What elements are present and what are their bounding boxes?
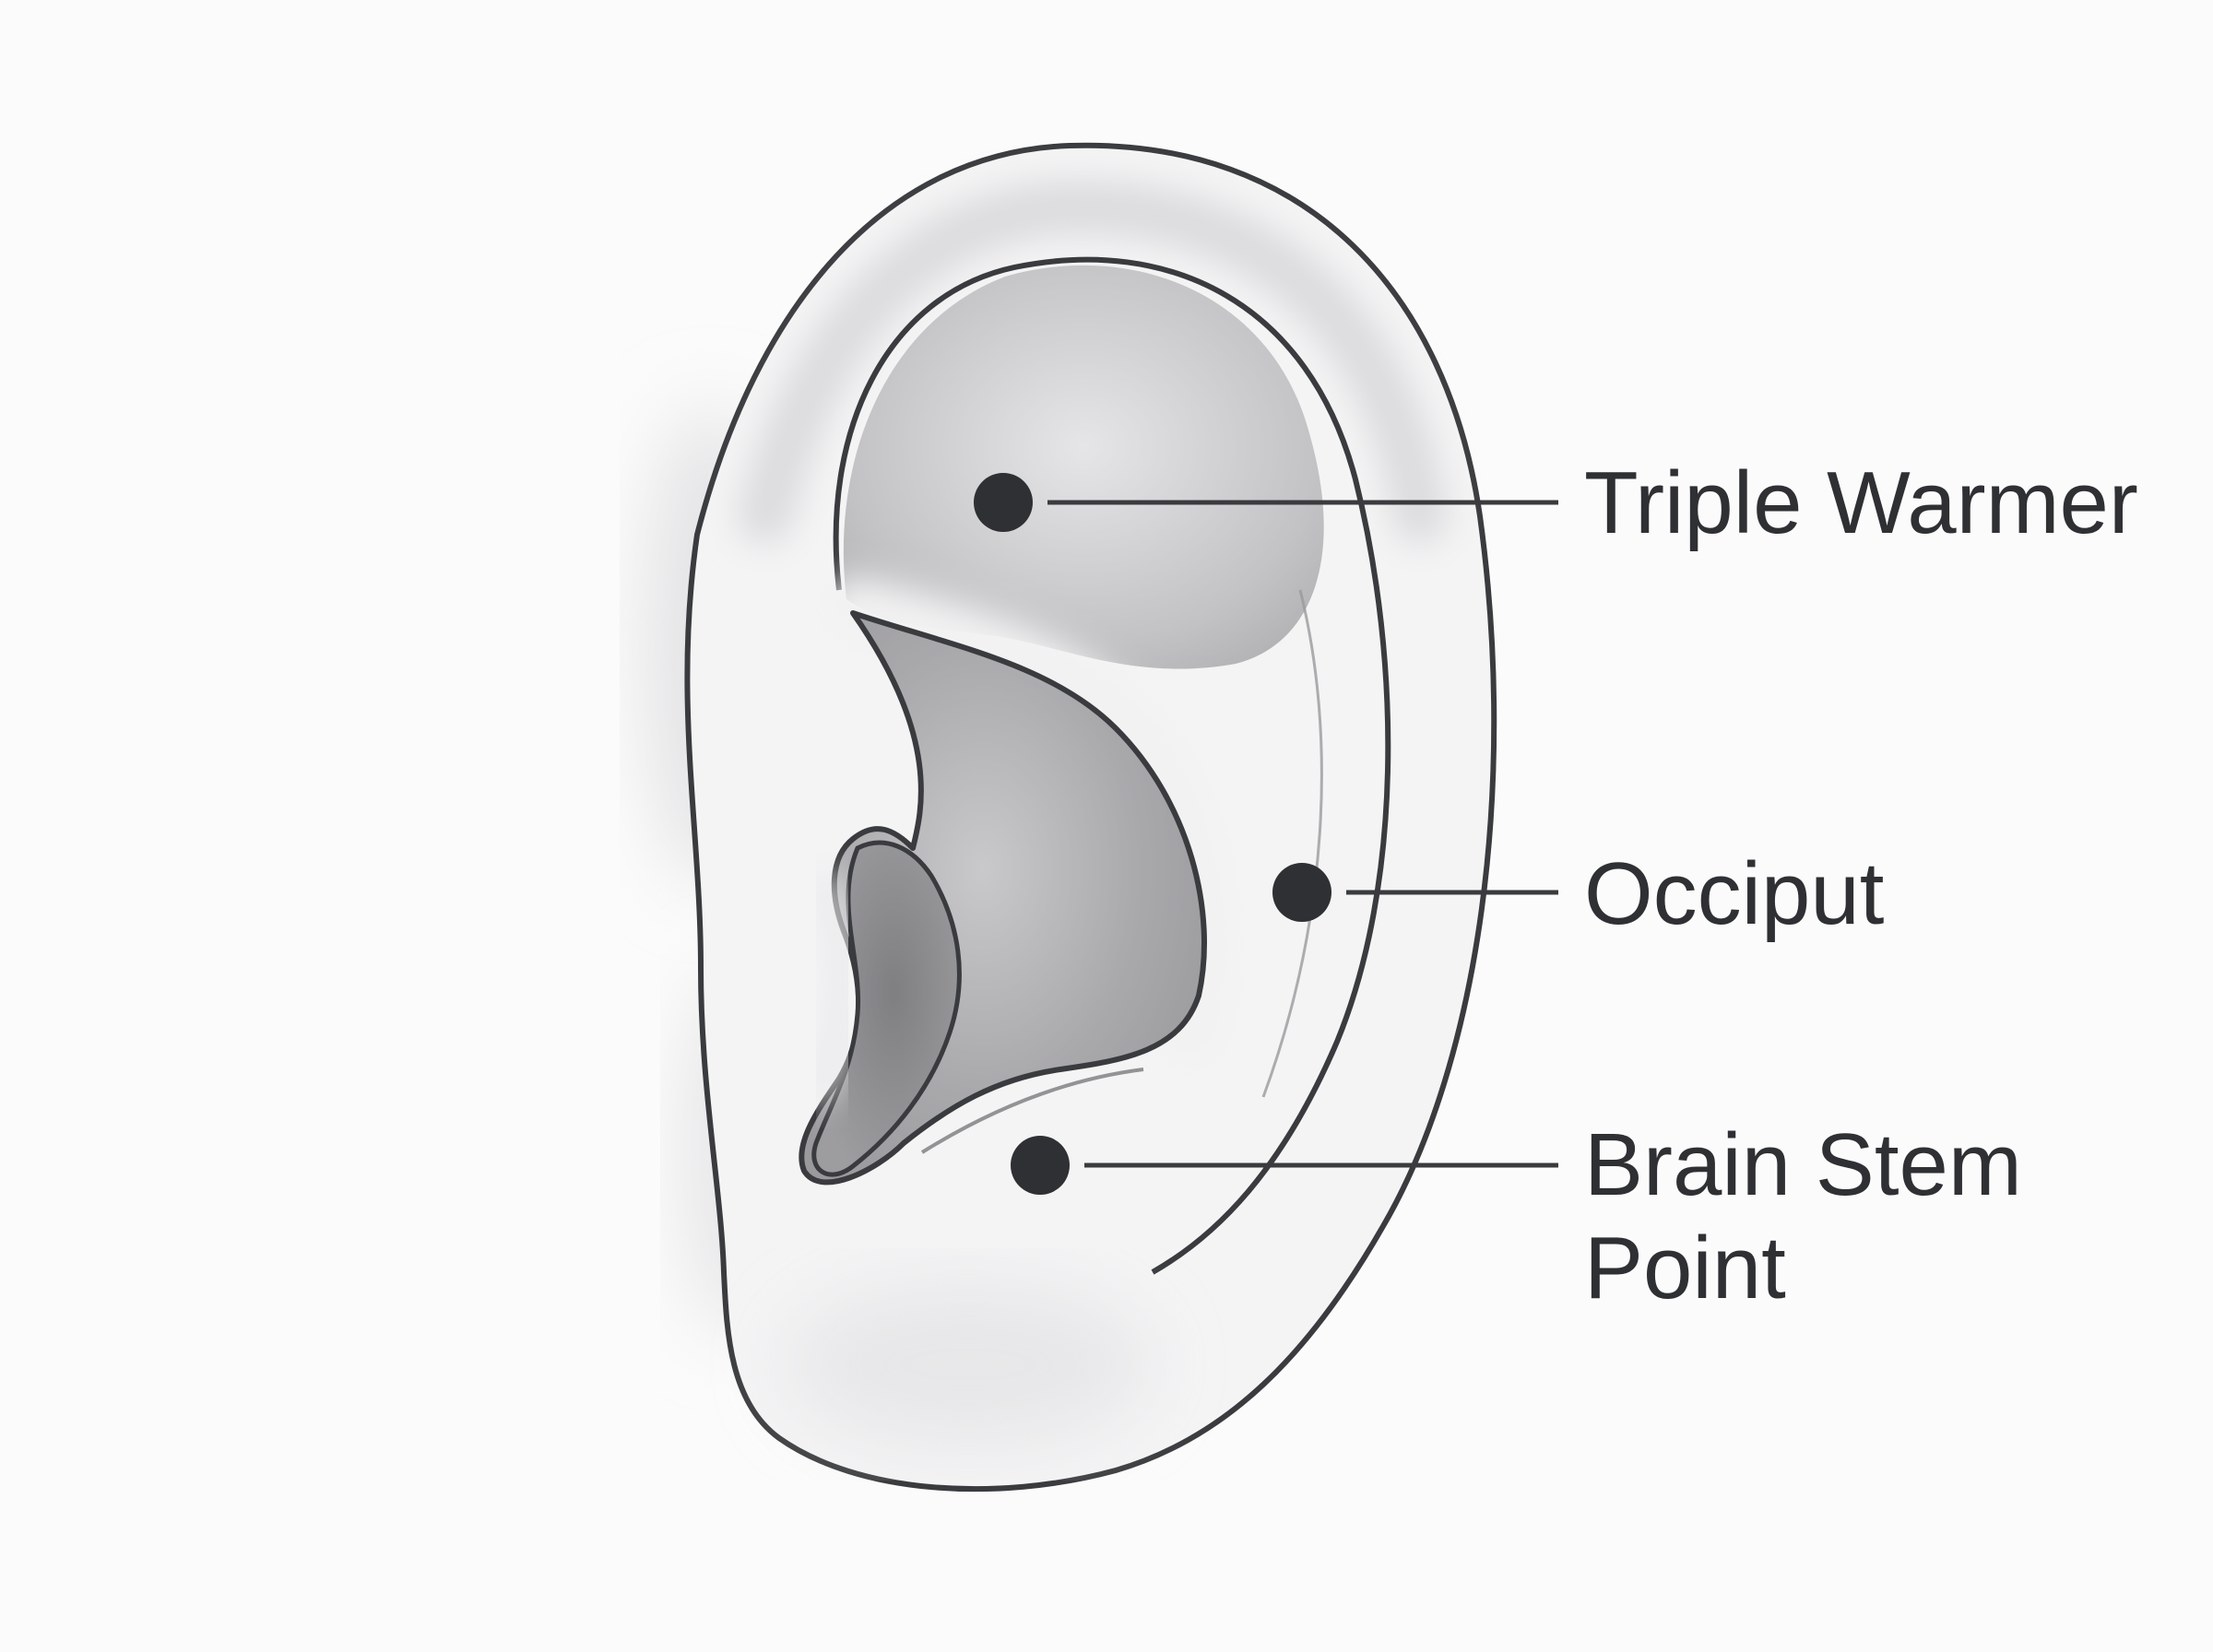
point-marker-brain-stem-point xyxy=(1011,1136,1070,1195)
inner-ear-region xyxy=(833,256,1391,1275)
point-marker-triple-warmer xyxy=(974,473,1033,532)
earlobe-shading xyxy=(784,1281,1153,1447)
point-label-triple-warmer: Triple Warmer xyxy=(1584,454,2138,552)
point-marker-occiput xyxy=(1272,863,1331,922)
helix-inner-curve xyxy=(1261,589,1323,1098)
point-triple-warmer: Triple Warmer xyxy=(974,454,2138,552)
point-label-occiput: Occiput xyxy=(1584,844,1884,943)
point-occiput: Occiput xyxy=(1272,844,1884,943)
upper-fossa xyxy=(843,265,1324,669)
helix-shading xyxy=(738,179,1448,544)
tragus xyxy=(807,871,858,1102)
point-label-brain-stem-point-line-1: Brain Stem xyxy=(1584,1115,2022,1214)
point-label-brain-stem-point-line-2: Point xyxy=(1584,1219,1786,1317)
antitragus-line xyxy=(920,1068,1144,1154)
